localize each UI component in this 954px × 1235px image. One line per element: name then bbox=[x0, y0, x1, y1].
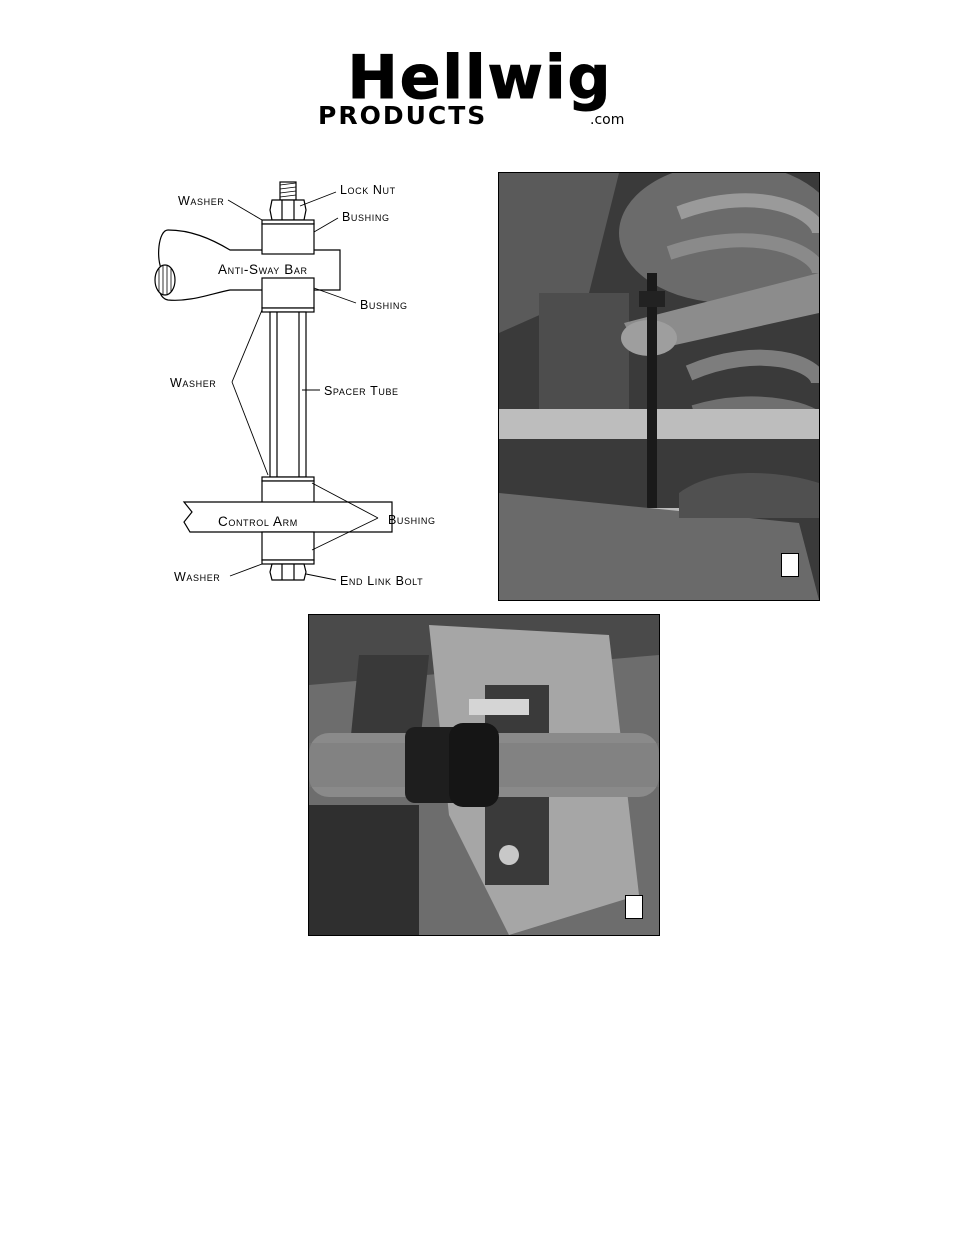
label-bushing-mid: Bushing bbox=[360, 298, 408, 312]
label-lock-nut: Lock Nut bbox=[340, 183, 396, 197]
end-link-photo bbox=[498, 172, 820, 601]
logo-suffix-text: .com bbox=[590, 112, 624, 128]
label-anti-sway-bar: Anti-Sway Bar bbox=[218, 262, 308, 277]
label-washer-bottom: Washer bbox=[174, 570, 220, 584]
figure-number-box bbox=[625, 895, 643, 919]
label-control-arm: Control Arm bbox=[218, 514, 298, 529]
end-link-diagram: Washer Lock Nut Bushing Anti-Sway Bar Bu… bbox=[140, 170, 470, 600]
label-bushing-low: Bushing bbox=[388, 513, 436, 527]
figure-number-box bbox=[781, 553, 799, 577]
label-bushing-top: Bushing bbox=[342, 210, 390, 224]
label-spacer-tube: Spacer Tube bbox=[324, 384, 399, 398]
label-washer-mid: Washer bbox=[170, 376, 216, 390]
logo-sub-text: PRODUCTS bbox=[318, 101, 487, 130]
label-end-link-bolt: End Link Bolt bbox=[340, 574, 423, 588]
sway-bar-bushing-photo bbox=[308, 614, 660, 936]
label-washer-top: Washer bbox=[178, 194, 224, 208]
hellwig-logo: Hellwig PRODUCTS .com bbox=[300, 48, 660, 138]
